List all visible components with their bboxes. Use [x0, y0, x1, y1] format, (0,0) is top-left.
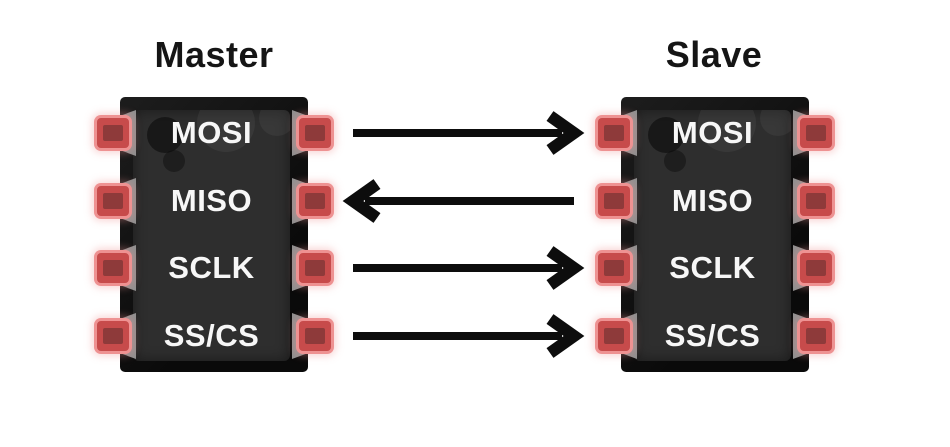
slave-label-mosi: MOSI [671, 115, 754, 150]
slave-chip: MOSI MISO SCLK SS/CS [598, 97, 832, 372]
mold-mark-icon [163, 150, 185, 172]
chip-pin [97, 186, 129, 216]
slave-label-sclk: SCLK [669, 250, 756, 285]
chip-pin [97, 118, 129, 148]
arrow-sscs [353, 314, 585, 358]
chip-pin [299, 118, 331, 148]
master-label-miso: MISO [170, 183, 253, 218]
pin-core [103, 260, 123, 276]
chip-pin [97, 253, 129, 283]
pin-core [604, 260, 624, 276]
chip-pin [299, 253, 331, 283]
slave-chip-face: MOSI MISO SCLK SS/CS [634, 110, 791, 361]
chip-pin [299, 321, 331, 351]
master-label-mosi: MOSI [170, 115, 253, 150]
arrow-sclk [353, 246, 585, 290]
pin-core [103, 193, 123, 209]
pin-core [604, 125, 624, 141]
arrow-miso [342, 179, 574, 223]
arrow-mosi [353, 111, 585, 155]
slave-title: Slave [665, 34, 763, 75]
slave-label-miso: MISO [671, 183, 754, 218]
chip-pin [598, 186, 630, 216]
pin1-dot-icon [648, 117, 684, 153]
master-label-sscs: SS/CS [163, 318, 260, 353]
pin-core [103, 125, 123, 141]
mold-mark-icon [664, 150, 686, 172]
pin-core [806, 193, 826, 209]
chip-pin [598, 118, 630, 148]
slave-label-sscs: SS/CS [664, 318, 761, 353]
pin-core [103, 328, 123, 344]
master-chip: MOSI MISO SCLK SS/CS [97, 97, 331, 372]
pin-core [806, 328, 826, 344]
chip-pin [97, 321, 129, 351]
chip-pin [800, 186, 832, 216]
pin-core [806, 260, 826, 276]
pin-core [604, 328, 624, 344]
pin-core [305, 193, 325, 209]
pin-core [305, 125, 325, 141]
master-chip-face: MOSI MISO SCLK SS/CS [133, 110, 290, 361]
pin-core [305, 328, 325, 344]
chip-pin [800, 321, 832, 351]
pin-core [604, 193, 624, 209]
pin-core [806, 125, 826, 141]
master-title: Master [154, 34, 274, 75]
chip-pin [598, 321, 630, 351]
pin1-dot-icon [147, 117, 183, 153]
chip-pin [800, 118, 832, 148]
master-label-sclk: SCLK [168, 250, 255, 285]
chip-pin [299, 186, 331, 216]
pin-core [305, 260, 325, 276]
chip-pin [598, 253, 630, 283]
chip-pin [800, 253, 832, 283]
